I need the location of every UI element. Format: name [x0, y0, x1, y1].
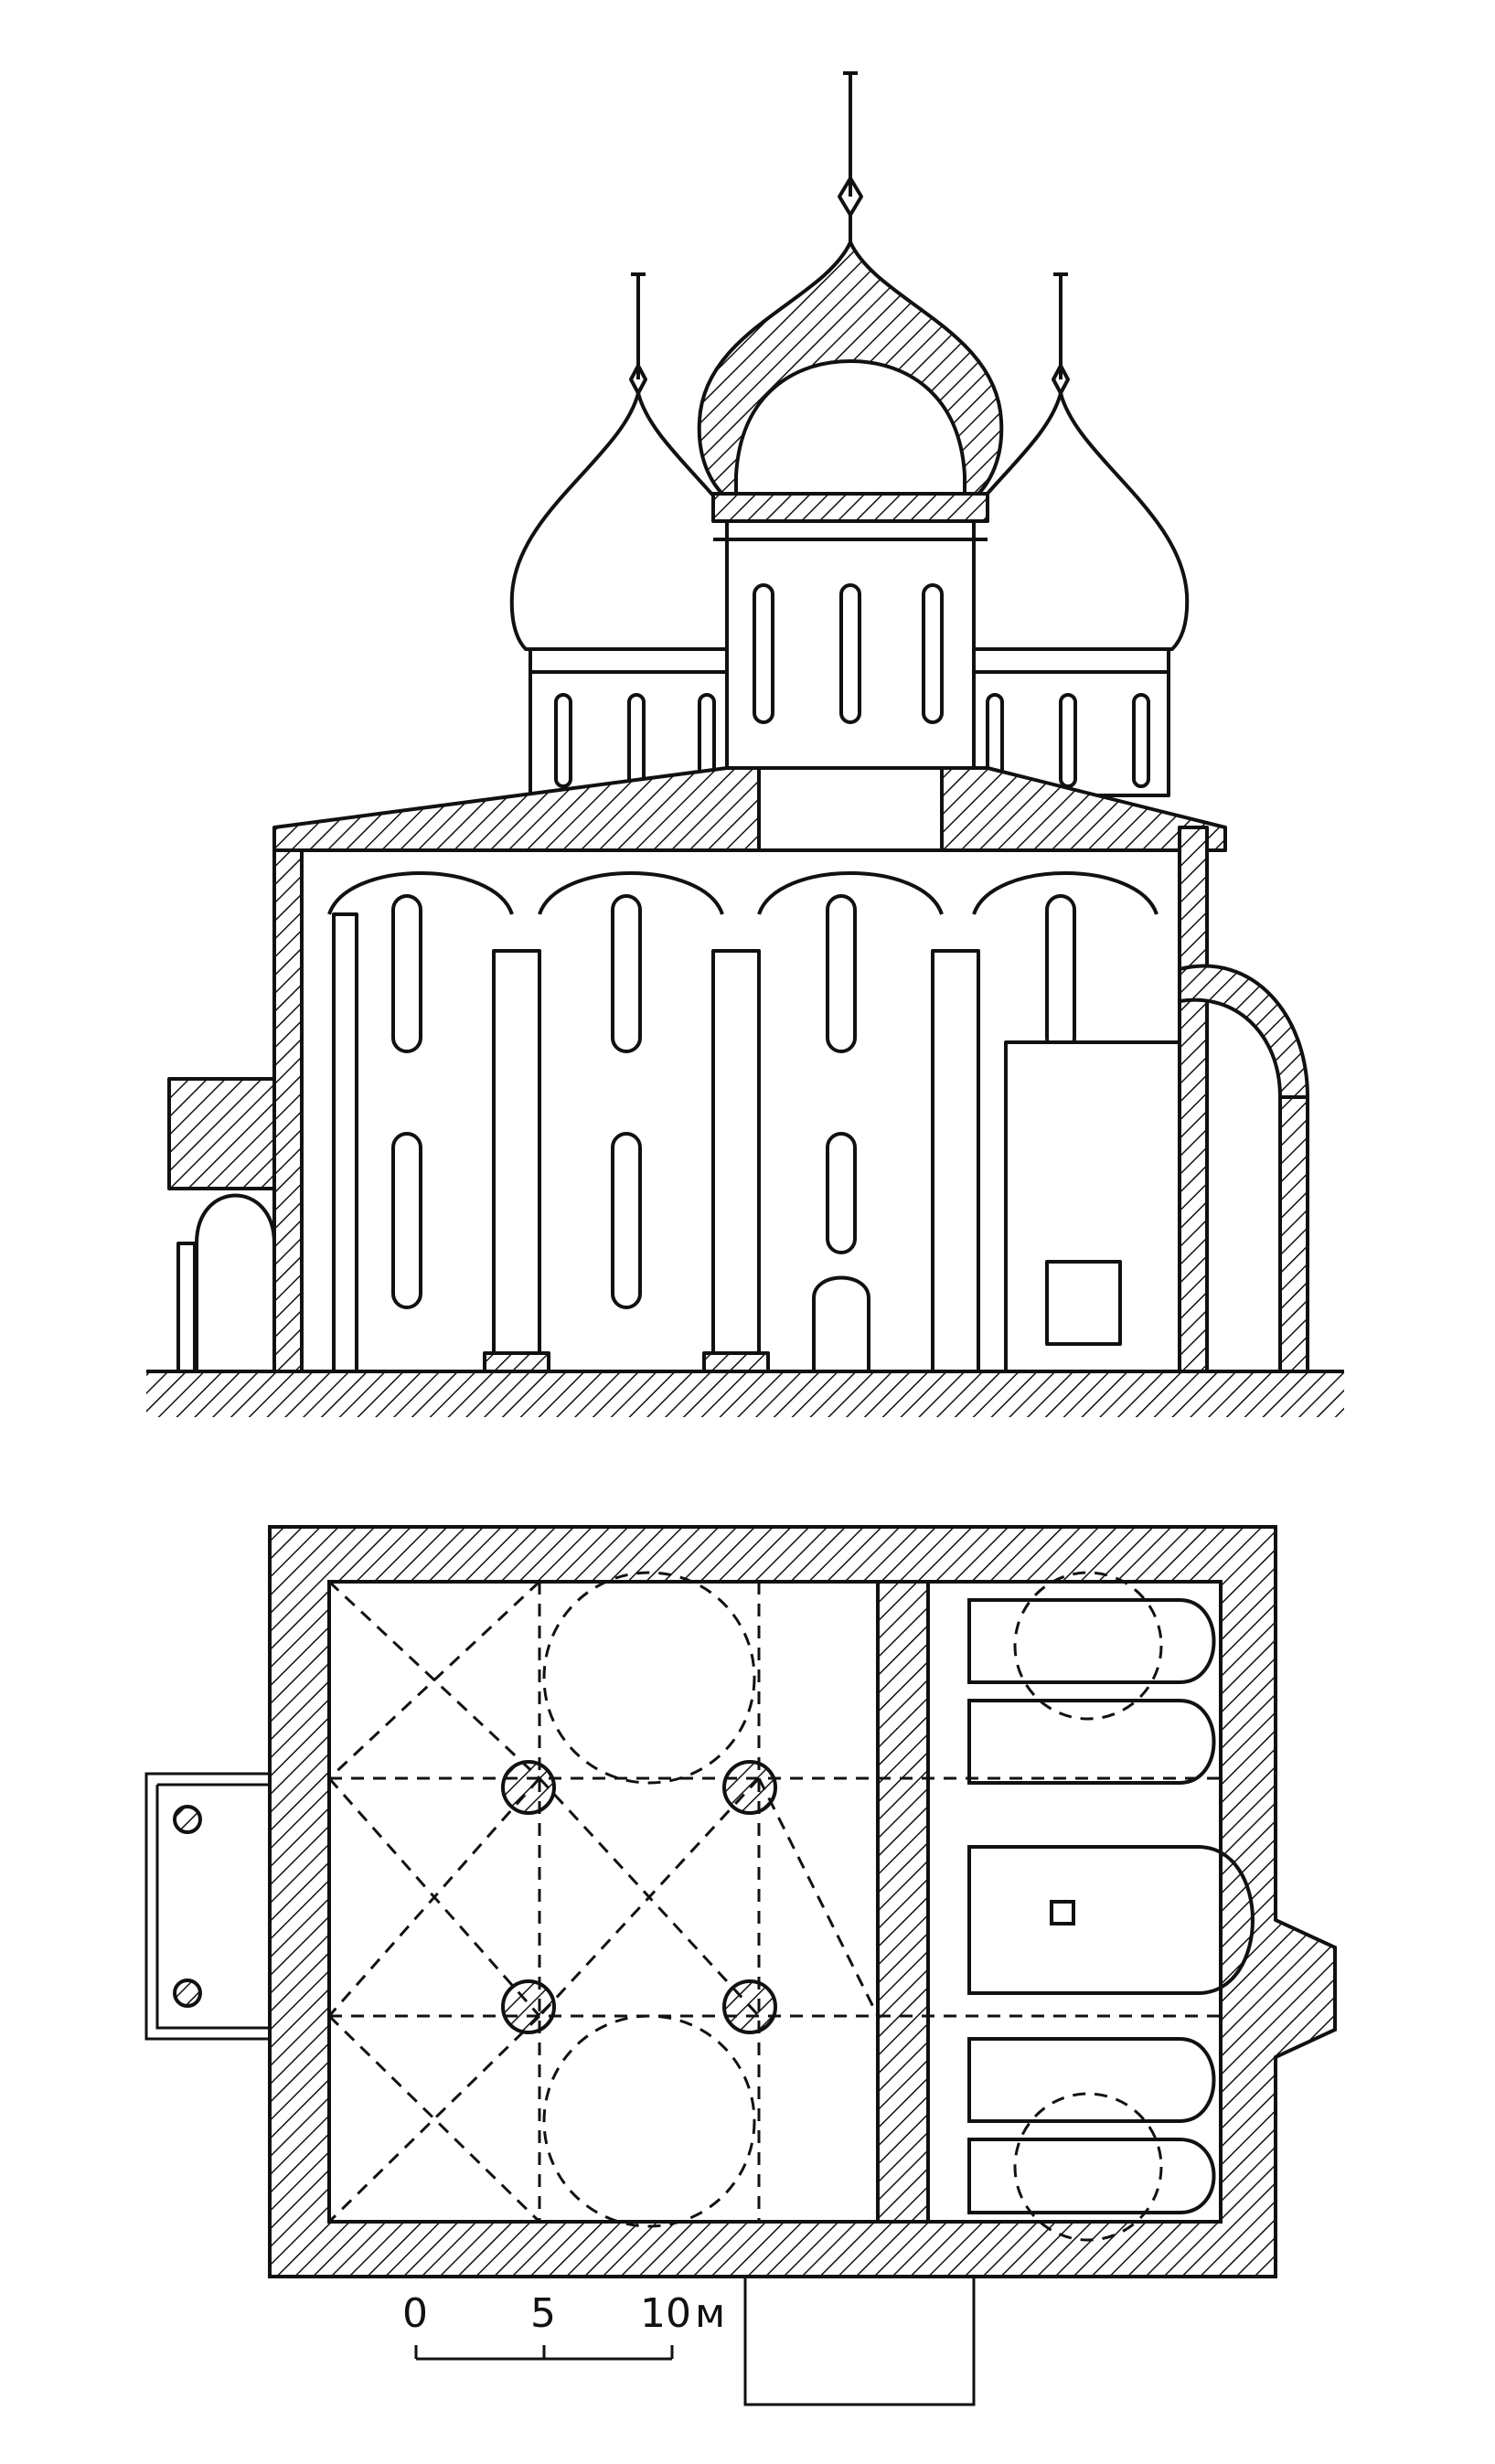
- scale-bar: [414, 2345, 674, 2361]
- plan-west-porch: [144, 1772, 272, 2041]
- west-porch: [167, 848, 304, 1373]
- east-apse: [1004, 826, 1309, 1378]
- central-spire: [838, 71, 863, 242]
- pier: [722, 1760, 777, 1815]
- scale-tick-10: 10: [640, 2290, 691, 2337]
- plan-south-porch: [743, 2275, 976, 2406]
- central-drum: [711, 492, 989, 770]
- scale-tick-5: 5: [530, 2290, 556, 2337]
- scale-unit: м: [695, 2290, 725, 2337]
- plan-east-wall: [876, 1580, 930, 2224]
- pier: [501, 1760, 556, 1815]
- pier: [501, 1979, 556, 2034]
- cathedral-plan-view: [144, 1525, 1337, 2406]
- central-onion-dome: [697, 240, 1004, 496]
- left-side-dome: [509, 272, 767, 797]
- plan-vault-lines: [327, 1571, 1221, 2242]
- cathedral-section-view: [146, 71, 1344, 1417]
- scale-tick-0: 0: [402, 2290, 428, 2337]
- ground-section: [146, 1371, 1344, 1417]
